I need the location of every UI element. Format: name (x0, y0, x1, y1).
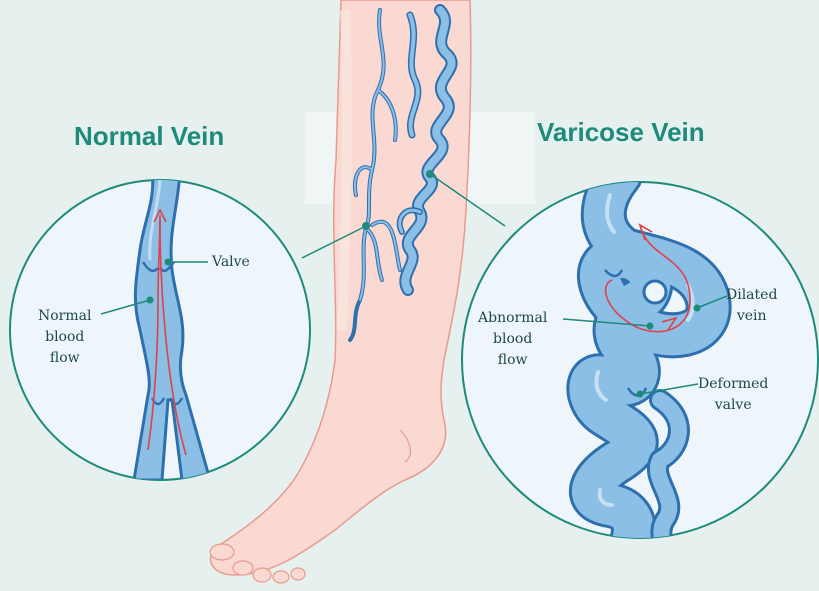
abnormal-flow-line-3: flow (478, 350, 547, 371)
varicose-vein-inset (462, 175, 818, 570)
normal-flow-line-3: flow (38, 348, 91, 369)
deformed-line-1: Deformed (698, 374, 768, 395)
dilated-line-1: Dilated (726, 285, 777, 306)
normal-flow-line-1: Normal (38, 306, 91, 327)
normal-flow-line-2: blood (38, 327, 91, 348)
abnormal-flow-line-2: blood (478, 329, 547, 350)
deformed-valve-label: Deformed valve (698, 374, 768, 416)
dilated-vein-label: Dilated vein (726, 285, 777, 327)
normal-blood-flow-label: Normal blood flow (38, 306, 91, 369)
abnormal-blood-flow-label: Abnormal blood flow (478, 308, 547, 371)
normal-vein-heading: Normal Vein (74, 121, 224, 152)
deformed-line-2: valve (698, 395, 768, 416)
varicose-vein-heading: Varicose Vein (537, 117, 705, 148)
valve-label: Valve (212, 252, 250, 273)
dilated-line-2: vein (726, 306, 777, 327)
abnormal-flow-line-1: Abnormal (478, 308, 547, 329)
